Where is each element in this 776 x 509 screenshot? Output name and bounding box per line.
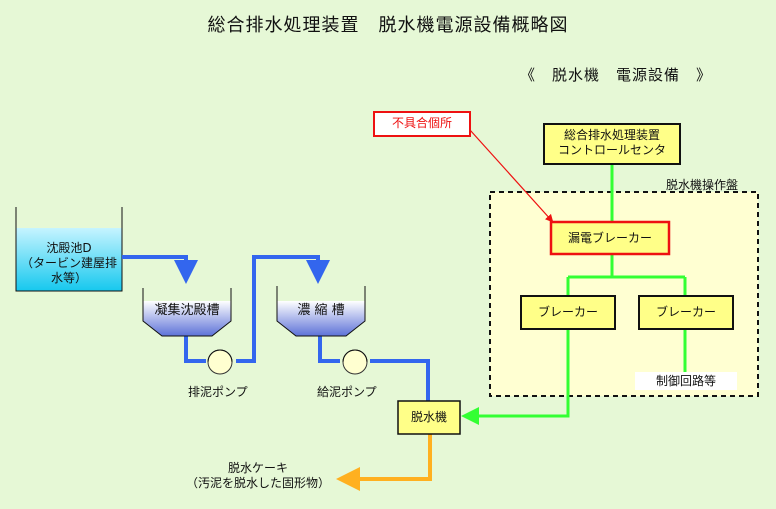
cake-line1: 脱水ケーキ	[227, 461, 288, 475]
sedimentation-pond-line1: 沈殿池D	[46, 241, 92, 255]
feed-pump-icon	[342, 349, 368, 375]
fault-leader-arrow	[469, 129, 554, 223]
leakage-breaker-box	[549, 220, 671, 256]
dehydrator-box	[397, 400, 461, 435]
control-center-line2: コントロールセンタ	[557, 143, 666, 157]
sedimentation-pond-line2: （タービン建屋排水等）	[20, 256, 117, 285]
feed-pump-label: 給泥ポンプ	[317, 385, 377, 399]
discharge-pump-label: 排泥ポンプ	[188, 385, 248, 399]
sludge-lines	[122, 255, 430, 401]
discharge-pump-icon	[207, 349, 233, 375]
coagulation-tank	[142, 288, 232, 337]
cake-label: 脱水ケーキ （汚泥を脱水した固形物）	[168, 461, 348, 491]
diagram-subtitle: 《 脱水機 電源設備 》	[520, 66, 713, 84]
control-circuit-label: 制御回路等	[655, 374, 716, 388]
fault-label: 不具合個所	[391, 116, 452, 130]
control-center-label: 総合排水処理装置 コントロールセンタ	[544, 128, 680, 158]
control-circuit-box	[635, 372, 737, 390]
sedimentation-pond-d	[15, 207, 123, 292]
sedimentation-pond-label: 沈殿池D （タービン建屋排水等）	[16, 241, 122, 286]
breaker-left-label: ブレーカー	[537, 305, 598, 319]
coag-tank-label: 凝集沈殿槽	[154, 303, 220, 318]
leakage-breaker-label: 漏電ブレーカー	[567, 231, 652, 245]
breaker-right-box	[638, 295, 734, 330]
thickener-tank	[276, 286, 366, 337]
control-center-line1: 総合排水処理装置	[563, 128, 660, 142]
breaker-right-label: ブレーカー	[655, 305, 716, 319]
control-center-box	[543, 123, 681, 165]
page-title: 総合排水処理装置 脱水機電源設備概略図	[207, 15, 569, 36]
cake-line	[336, 434, 432, 491]
power-lines	[461, 164, 687, 425]
cake-line2: （汚泥を脱水した固形物）	[185, 476, 330, 490]
dehydrator-label: 脱水機	[410, 410, 447, 424]
breaker-left-box	[520, 295, 616, 330]
fault-label-box	[373, 111, 471, 137]
thickener-label: 濃 縮 槽	[297, 303, 345, 318]
operation-panel-label: 脱水機操作盤	[666, 178, 739, 192]
